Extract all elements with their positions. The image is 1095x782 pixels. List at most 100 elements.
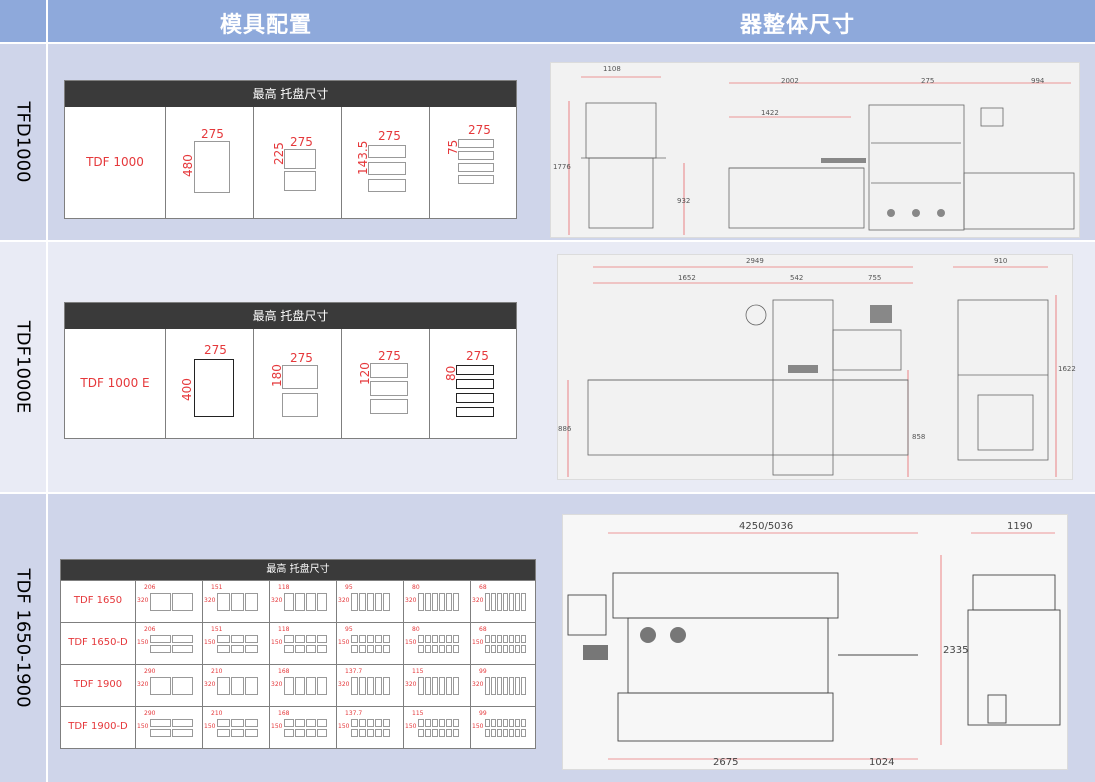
tray bbox=[284, 719, 294, 727]
dim-height: 320 bbox=[271, 597, 283, 604]
header-corner bbox=[0, 0, 48, 42]
tray bbox=[383, 729, 390, 737]
dim-width: 275 bbox=[468, 123, 491, 137]
dim-label: 1652 bbox=[678, 274, 696, 282]
tray bbox=[446, 729, 452, 737]
dim-width: 151 bbox=[211, 626, 223, 633]
tray bbox=[317, 729, 327, 737]
tray bbox=[172, 729, 193, 737]
dim-width: 206 bbox=[144, 584, 156, 591]
tray bbox=[217, 593, 230, 611]
tray bbox=[306, 719, 316, 727]
tray bbox=[432, 593, 438, 611]
tray bbox=[317, 719, 327, 727]
dim-label: 932 bbox=[677, 197, 691, 205]
dim-height: 150 bbox=[271, 723, 283, 730]
machine-drawing-svg bbox=[568, 76, 1075, 235]
tray bbox=[497, 729, 502, 737]
dim-label: 2949 bbox=[746, 257, 764, 265]
dim-width: 68 bbox=[479, 626, 487, 633]
tray bbox=[418, 645, 424, 653]
tray bbox=[485, 593, 490, 611]
tray bbox=[217, 645, 230, 653]
tray bbox=[418, 729, 424, 737]
dim-width: 290 bbox=[144, 710, 156, 717]
config-cell: 118 320 bbox=[269, 581, 336, 622]
header-right-title: 器整体尺寸 bbox=[740, 13, 856, 38]
dim-height: 150 bbox=[271, 639, 283, 646]
dim-height: 150 bbox=[204, 639, 216, 646]
dim-height: 320 bbox=[137, 681, 149, 688]
tray bbox=[509, 719, 514, 727]
tray bbox=[375, 635, 382, 643]
tray bbox=[521, 635, 526, 643]
tray bbox=[485, 645, 490, 653]
tray bbox=[425, 593, 431, 611]
tray bbox=[497, 645, 502, 653]
tray bbox=[370, 363, 408, 378]
dim-width: 137.7 bbox=[345, 710, 363, 717]
table-title: 最高 托盘尺寸 bbox=[65, 81, 516, 107]
tray bbox=[194, 359, 234, 417]
tray bbox=[456, 407, 494, 417]
tray bbox=[295, 645, 305, 653]
tray bbox=[231, 719, 244, 727]
dim-width: 95 bbox=[345, 584, 353, 591]
dim-width: 115 bbox=[412, 668, 424, 675]
tray bbox=[172, 635, 193, 643]
tray bbox=[439, 729, 445, 737]
tray bbox=[231, 635, 244, 643]
tray bbox=[245, 593, 258, 611]
tray bbox=[306, 593, 316, 611]
dim-label: 1108 bbox=[603, 65, 621, 73]
tray bbox=[351, 677, 358, 695]
tray bbox=[306, 729, 316, 737]
tray bbox=[351, 645, 358, 653]
tray bbox=[217, 729, 230, 737]
tray bbox=[521, 645, 526, 653]
header-bar: 模具配置 器整体尺寸 bbox=[0, 0, 1095, 42]
tray bbox=[503, 593, 508, 611]
config-cell: 275 480 bbox=[165, 107, 253, 219]
tray bbox=[491, 645, 496, 653]
tray bbox=[509, 593, 514, 611]
tray bbox=[150, 719, 171, 727]
tray bbox=[453, 677, 459, 695]
dim-width: 168 bbox=[278, 668, 290, 675]
tray bbox=[509, 677, 514, 695]
tray bbox=[245, 635, 258, 643]
tray bbox=[485, 719, 490, 727]
tray bbox=[317, 645, 327, 653]
tray bbox=[383, 635, 390, 643]
tray bbox=[515, 729, 520, 737]
machine-drawing-tdf1000: 1108 2002 275 994 1422 1776 932 bbox=[550, 62, 1080, 238]
tray bbox=[509, 635, 514, 643]
dim-label: 1622 bbox=[1058, 365, 1076, 373]
tray bbox=[432, 729, 438, 737]
tray bbox=[172, 645, 193, 653]
dim-width: 118 bbox=[278, 584, 290, 591]
tray bbox=[453, 645, 459, 653]
dim-height: 320 bbox=[405, 597, 417, 604]
tray bbox=[425, 645, 431, 653]
config-cell: 275 120 bbox=[341, 329, 429, 439]
tray bbox=[521, 729, 526, 737]
section-label: TFD1000 bbox=[12, 101, 34, 183]
tray bbox=[432, 645, 438, 653]
dim-label: 1776 bbox=[553, 163, 571, 171]
dim-height: 150 bbox=[472, 723, 484, 730]
tray bbox=[446, 635, 452, 643]
tray bbox=[351, 729, 358, 737]
tray bbox=[446, 593, 452, 611]
header-left-title: 模具配置 bbox=[220, 13, 313, 38]
tray bbox=[439, 677, 445, 695]
tray bbox=[284, 149, 316, 169]
dim-width: 275 bbox=[290, 135, 313, 149]
dim-label: 2002 bbox=[781, 77, 799, 85]
tray bbox=[425, 677, 431, 695]
dim-width: 137.7 bbox=[345, 668, 363, 675]
